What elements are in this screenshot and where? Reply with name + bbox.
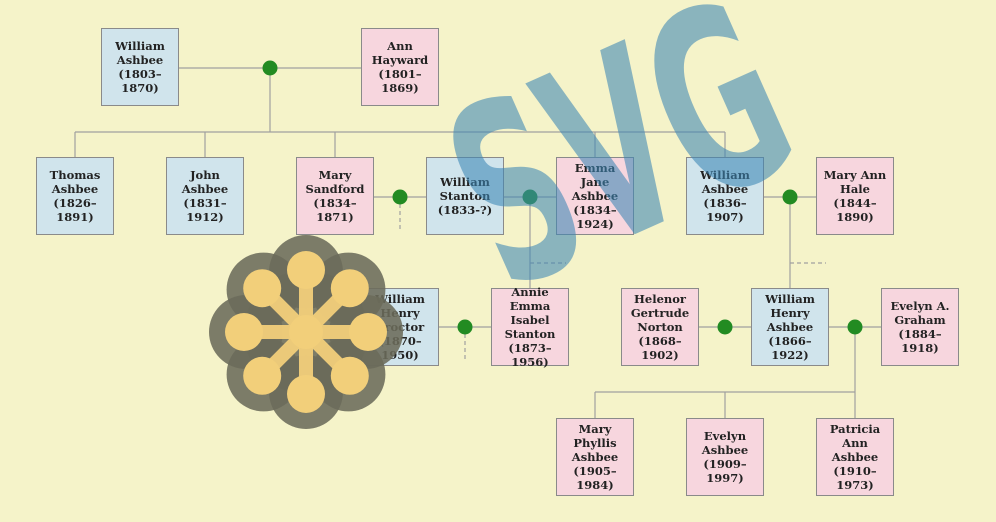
person-dates: (1870–1950)	[378, 334, 422, 362]
marriage-dot	[717, 319, 733, 335]
person-name: William Ashbee	[700, 168, 750, 196]
person-name: Thomas Ashbee	[49, 168, 101, 196]
person-dates: (1831–1912)	[183, 196, 227, 224]
person-dates: (1910–1973)	[833, 464, 877, 492]
person-label: William Ashbee(1836–1907)	[689, 168, 761, 224]
marriage-dot	[847, 319, 863, 335]
person-name: Emma Jane Ashbee	[571, 161, 619, 203]
person-name: William Henry Proctor	[375, 292, 425, 334]
person-box-annie-emma-isabel-stanton[interactable]: Annie Emma Isabel Stanton(1873–1956)	[491, 285, 569, 369]
person-label: John Ashbee(1831–1912)	[169, 168, 241, 224]
person-box-william-henry-ashbee[interactable]: William Henry Ashbee(1866–1922)	[751, 288, 829, 366]
person-box-patricia-ann-ashbee[interactable]: Patricia Ann Ashbee(1910–1973)	[816, 418, 894, 496]
person-dates: (1834–1871)	[313, 196, 357, 224]
person-label: Evelyn A. Graham(1884–1918)	[884, 299, 956, 355]
person-box-william-stanton[interactable]: William Stanton(1833-?)	[426, 157, 504, 235]
person-name: Ann Hayward	[371, 39, 429, 67]
person-dates: (1873–1956)	[508, 341, 552, 369]
person-label: Patricia Ann Ashbee(1910–1973)	[819, 422, 891, 492]
person-dates: (1836–1907)	[703, 196, 747, 224]
person-dates: (1884–1918)	[898, 327, 942, 355]
marriage-dot	[782, 189, 798, 205]
person-name: Annie Emma Isabel Stanton	[504, 285, 556, 341]
person-dates: (1826–1891)	[53, 196, 97, 224]
person-dates: (1833-?)	[437, 203, 493, 217]
person-dates: (1868–1902)	[638, 334, 682, 362]
person-label: Emma Jane Ashbee(1834–1924)	[559, 161, 631, 231]
person-label: William Stanton(1833-?)	[429, 175, 501, 217]
person-dates: (1909–1997)	[703, 457, 747, 485]
person-name: John Ashbee	[181, 168, 229, 196]
person-dates: (1905–1984)	[573, 464, 617, 492]
person-box-evelyn-ashbee[interactable]: Evelyn Ashbee(1909–1997)	[686, 418, 764, 496]
person-name: William Henry Ashbee	[765, 292, 815, 334]
person-box-emma-jane-ashbee[interactable]: Emma Jane Ashbee(1834–1924)	[556, 157, 634, 235]
person-box-john-ashbee[interactable]: John Ashbee(1831–1912)	[166, 157, 244, 235]
person-box-ann-hayward[interactable]: Ann Hayward(1801–1869)	[361, 28, 439, 106]
person-label: Thomas Ashbee(1826–1891)	[39, 168, 111, 224]
person-label: William Henry Proctor(1870–1950)	[364, 292, 436, 362]
person-name: Mary Ann Hale	[823, 168, 887, 196]
marriage-dot	[392, 189, 408, 205]
person-box-mary-phyllis-ashbee[interactable]: Mary Phyllis Ashbee(1905–1984)	[556, 418, 634, 496]
person-box-william-ashbee-1836[interactable]: William Ashbee(1836–1907)	[686, 157, 764, 235]
person-label: Helenor Gertrude Norton(1868–1902)	[624, 292, 696, 362]
person-dates: (1803–1870)	[118, 67, 162, 95]
person-box-william-henry-proctor[interactable]: William Henry Proctor(1870–1950)	[361, 288, 439, 366]
person-name: Evelyn A. Graham	[890, 299, 950, 327]
person-box-helenor-gertrude-norton[interactable]: Helenor Gertrude Norton(1868–1902)	[621, 288, 699, 366]
person-label: Annie Emma Isabel Stanton(1873–1956)	[494, 285, 566, 369]
person-label: Mary Phyllis Ashbee(1905–1984)	[559, 422, 631, 492]
person-name: William Stanton	[439, 175, 491, 203]
person-label: William Henry Ashbee(1866–1922)	[754, 292, 826, 362]
marriage-dot	[457, 319, 473, 335]
person-box-mary-ann-hale[interactable]: Mary Ann Hale(1844–1890)	[816, 157, 894, 235]
person-box-thomas-ashbee[interactable]: Thomas Ashbee(1826–1891)	[36, 157, 114, 235]
person-box-william-ashbee-1803[interactable]: William Ashbee(1803–1870)	[101, 28, 179, 106]
person-name: William Ashbee	[115, 39, 165, 67]
person-name: Mary Phyllis Ashbee	[571, 422, 619, 464]
person-box-evelyn-a-graham[interactable]: Evelyn A. Graham(1884–1918)	[881, 288, 959, 366]
person-dates: (1834–1924)	[573, 203, 617, 231]
marriage-dot	[522, 189, 538, 205]
person-dates: (1844–1890)	[833, 196, 877, 224]
person-dates: (1801–1869)	[378, 67, 422, 95]
person-label: William Ashbee(1803–1870)	[104, 39, 176, 95]
marriage-dot	[262, 60, 278, 76]
person-dates: (1866–1922)	[768, 334, 812, 362]
person-name: Mary Sandford	[305, 168, 365, 196]
person-label: Mary Ann Hale(1844–1890)	[819, 168, 891, 224]
person-label: Evelyn Ashbee(1909–1997)	[689, 429, 761, 485]
person-name: Evelyn Ashbee	[701, 429, 749, 457]
person-box-mary-sandford[interactable]: Mary Sandford(1834–1871)	[296, 157, 374, 235]
person-label: Mary Sandford(1834–1871)	[299, 168, 371, 224]
person-name: Patricia Ann Ashbee	[829, 422, 881, 464]
person-name: Helenor Gertrude Norton	[630, 292, 690, 334]
person-label: Ann Hayward(1801–1869)	[364, 39, 436, 95]
